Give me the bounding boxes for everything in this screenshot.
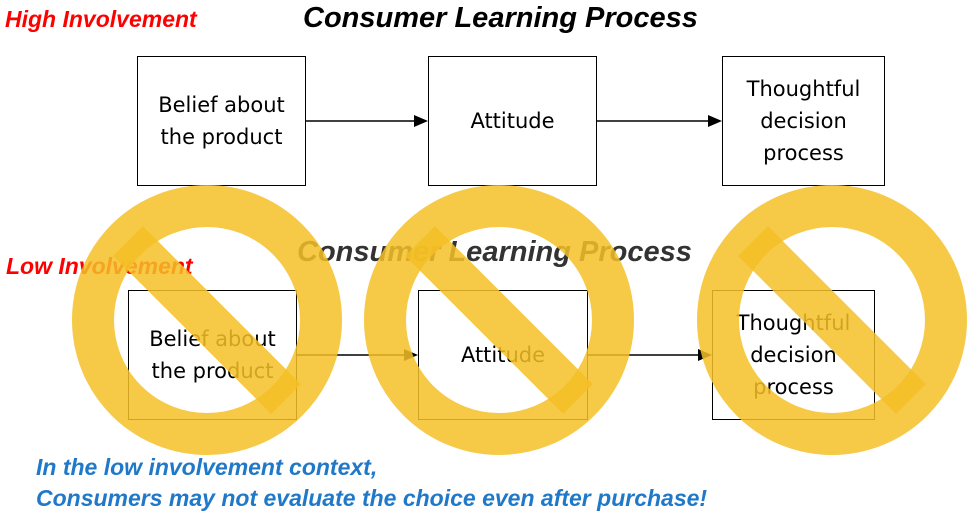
low-box-decision: Thoughtful decision process — [712, 290, 875, 420]
low-box-belief: Belief about the product — [128, 290, 297, 420]
low-box-attitude-text: Attitude — [460, 343, 546, 367]
low-box-belief-text: Belief about the product — [149, 327, 276, 383]
high-box-belief-text: Belief about the product — [158, 93, 285, 149]
low-arrowhead-1 — [404, 349, 418, 361]
high-arrowhead-1 — [414, 115, 428, 127]
high-box-decision: Thoughtful decision process — [722, 56, 885, 186]
low-box-attitude: Attitude — [418, 290, 588, 420]
note-line-1: In the low involvement context, — [36, 454, 378, 480]
high-box-attitude-text: Attitude — [470, 109, 555, 133]
note-line-2: Consumers may not evaluate the choice ev… — [36, 485, 708, 511]
high-arrowhead-2 — [708, 115, 722, 127]
high-box-decision-text: Thoughtful decision process — [746, 77, 861, 165]
high-involvement-label: High Involvement — [5, 6, 197, 32]
low-arrowhead-2 — [698, 349, 712, 361]
high-box-attitude: Attitude — [428, 56, 597, 186]
high-section-title: Consumer Learning Process — [303, 2, 698, 34]
low-box-decision-text: Thoughtful decision process — [736, 311, 851, 399]
